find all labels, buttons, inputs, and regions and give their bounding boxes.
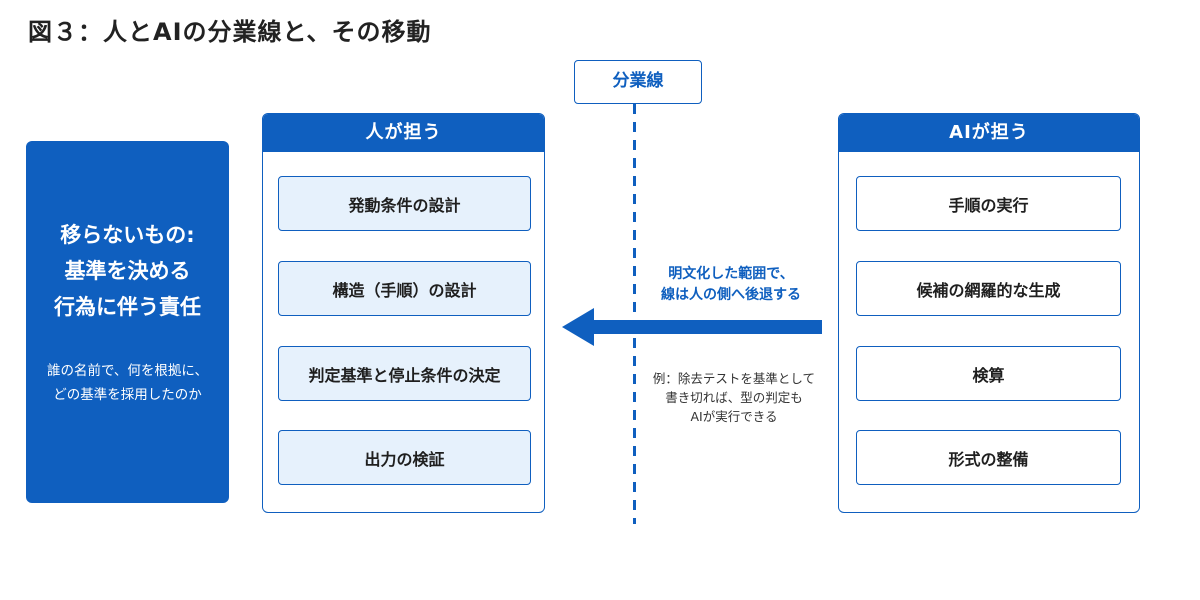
arrow-shaft (590, 320, 822, 334)
unmovable-title: 移らないもの: 基準を決める 行為に伴う責任 (26, 217, 229, 325)
unmovable-note-line: どの基準を採用したのか (53, 387, 202, 403)
human-task-item: 発動条件の設計 (278, 176, 531, 231)
arrow-left-icon (562, 308, 822, 346)
boundary-example: 例：除去テストを基準として 書き切れば、型の判定も AIが実行できる (638, 369, 830, 426)
arrow-head (562, 308, 594, 346)
human-task-item: 判定基準と停止条件の決定 (278, 346, 531, 401)
ai-task-item: 形式の整備 (856, 430, 1121, 485)
unmovable-title-line: 移らないもの: (60, 223, 195, 247)
boundary-example-line: AIが実行できる (690, 409, 778, 424)
ai-task-item: 検算 (856, 346, 1121, 401)
unmovable-title-line: 行為に伴う責任 (54, 295, 201, 319)
human-column: 人が担う 発動条件の設計 構造（手順）の設計 判定基準と停止条件の決定 出力の検… (262, 113, 545, 513)
unmovable-note-line: 誰の名前で、何を根拠に、 (46, 363, 209, 379)
boundary-move-caption: 明文化した範囲で、 線は人の側へ後退する (636, 264, 826, 306)
boundary-example-line: 書き切れば、型の判定も (665, 390, 803, 405)
human-task-item: 出力の検証 (278, 430, 531, 485)
ai-task-item: 候補の網羅的な生成 (856, 261, 1121, 316)
boundary-move-line: 明文化した範囲で、 (668, 266, 794, 282)
ai-column: AIが担う 手順の実行 候補の網羅的な生成 検算 形式の整備 (838, 113, 1140, 513)
boundary-label: 分業線 (574, 60, 702, 104)
unmovable-responsibility-panel: 移らないもの: 基準を決める 行為に伴う責任 誰の名前で、何を根拠に、 どの基準… (26, 141, 229, 503)
figure-title: 図３：人とAIの分業線と、その移動 (28, 18, 432, 46)
boundary-move-line: 線は人の側へ後退する (661, 287, 801, 303)
ai-task-item: 手順の実行 (856, 176, 1121, 231)
unmovable-note: 誰の名前で、何を根拠に、 どの基準を採用したのか (26, 359, 229, 407)
human-column-header: 人が担う (263, 114, 544, 152)
boundary-example-line: 例：除去テストを基準として (652, 371, 816, 386)
human-task-item: 構造（手順）の設計 (278, 261, 531, 316)
unmovable-title-line: 基準を決める (64, 259, 191, 283)
ai-column-header: AIが担う (839, 114, 1139, 152)
boundary-dashed-line (633, 104, 636, 524)
